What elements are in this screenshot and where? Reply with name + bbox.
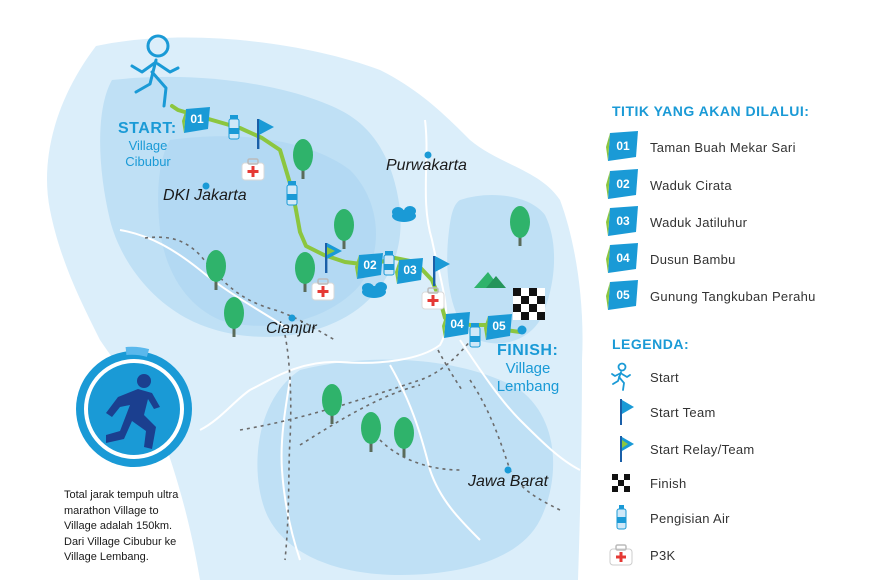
route-map bbox=[47, 34, 583, 580]
route-point-01-num: 01 bbox=[616, 139, 630, 153]
legend-finish-label: Finish bbox=[650, 476, 687, 491]
flag-blue-icon bbox=[606, 397, 636, 427]
checkpoint-03-label: 03 bbox=[403, 263, 417, 277]
route-title: TITIK YANG AKAN DILALUI: bbox=[612, 103, 810, 119]
start-label: START: bbox=[118, 120, 177, 137]
legend-first-aid-label: P3K bbox=[650, 548, 676, 563]
route-point-04-num: 04 bbox=[616, 251, 630, 265]
start-place: Village Cibubur bbox=[118, 138, 178, 170]
route-point-03: 03 Waduk Jatiluhur bbox=[606, 206, 876, 240]
checkpoint-04: 04 bbox=[442, 312, 472, 338]
distance-note: Total jarak tempuh ultra marathon Villag… bbox=[64, 489, 179, 563]
legend-title: LEGENDA: bbox=[612, 336, 690, 352]
legend-start-relay: Start Relay/Team bbox=[606, 434, 876, 464]
finish-label: FINISH: bbox=[497, 342, 559, 359]
legend-start-label: Start bbox=[650, 370, 679, 385]
runner-icon bbox=[606, 362, 636, 392]
route-point-01: 01 Taman Buah Mekar Sari bbox=[606, 131, 876, 165]
checkpoint-01-label: 01 bbox=[190, 112, 204, 126]
legend-start: Start bbox=[606, 362, 876, 392]
legend-start-team: Start Team bbox=[606, 397, 876, 427]
water-bottle-icon bbox=[606, 503, 636, 533]
checkpoint-05-label: 05 bbox=[492, 319, 506, 333]
checkpoint-03: 03 bbox=[395, 258, 425, 284]
checkered-flag-icon bbox=[606, 468, 636, 498]
first-aid-icon bbox=[606, 540, 636, 570]
flag-green-icon bbox=[606, 434, 636, 464]
legend-water: Pengisian Air bbox=[606, 503, 876, 533]
checkpoint-05: 05 bbox=[484, 314, 514, 340]
legend-start-relay-label: Start Relay/Team bbox=[650, 442, 755, 457]
route-point-05: 05 Gunung Tangkuban Perahu bbox=[606, 280, 876, 314]
route-point-02: 02 Waduk Cirata bbox=[606, 169, 876, 203]
finish-place-line1: Village bbox=[505, 360, 551, 377]
city-dki-jakarta: DKI Jakarta bbox=[163, 187, 247, 204]
route-point-03-name: Waduk Jatiluhur bbox=[650, 215, 748, 230]
legend-water-label: Pengisian Air bbox=[650, 511, 730, 526]
route-point-04: 04 Dusun Bambu bbox=[606, 243, 876, 277]
checkpoint-01: 01 bbox=[182, 107, 212, 133]
checkpoint-04-label: 04 bbox=[450, 317, 464, 331]
city-purwakarta: Purwakarta bbox=[386, 157, 467, 174]
checkpoint-02: 02 bbox=[355, 253, 385, 279]
legend-first-aid: P3K bbox=[606, 540, 876, 570]
legend-finish: Finish bbox=[606, 468, 876, 498]
runner-icon bbox=[130, 34, 180, 108]
start-place-line2: Cibubur bbox=[125, 154, 171, 169]
route-point-02-num: 02 bbox=[616, 177, 630, 191]
runner-badge-icon bbox=[76, 346, 192, 467]
finish-place: Village Lembang bbox=[490, 360, 566, 396]
route-point-02-name: Waduk Cirata bbox=[650, 178, 732, 193]
route-point-05-name: Gunung Tangkuban Perahu bbox=[650, 289, 816, 304]
info-panel: TITIK YANG AKAN DILALUI: 01 Taman Buah M… bbox=[598, 0, 882, 580]
route-point-04-name: Dusun Bambu bbox=[650, 252, 736, 267]
legend-start-team-label: Start Team bbox=[650, 405, 716, 420]
checkered-flag-icon bbox=[513, 288, 545, 320]
route-point-01-name: Taman Buah Mekar Sari bbox=[650, 140, 796, 155]
route-point-05-num: 05 bbox=[616, 288, 630, 302]
start-place-line1: Village bbox=[128, 138, 168, 153]
finish-place-line2: Lembang bbox=[496, 378, 560, 395]
city-jawa-barat: Jawa Barat bbox=[468, 473, 549, 490]
city-cianjur: Cianjur bbox=[266, 320, 317, 337]
route-point-03-num: 03 bbox=[616, 214, 630, 228]
checkpoint-02-label: 02 bbox=[363, 258, 377, 272]
